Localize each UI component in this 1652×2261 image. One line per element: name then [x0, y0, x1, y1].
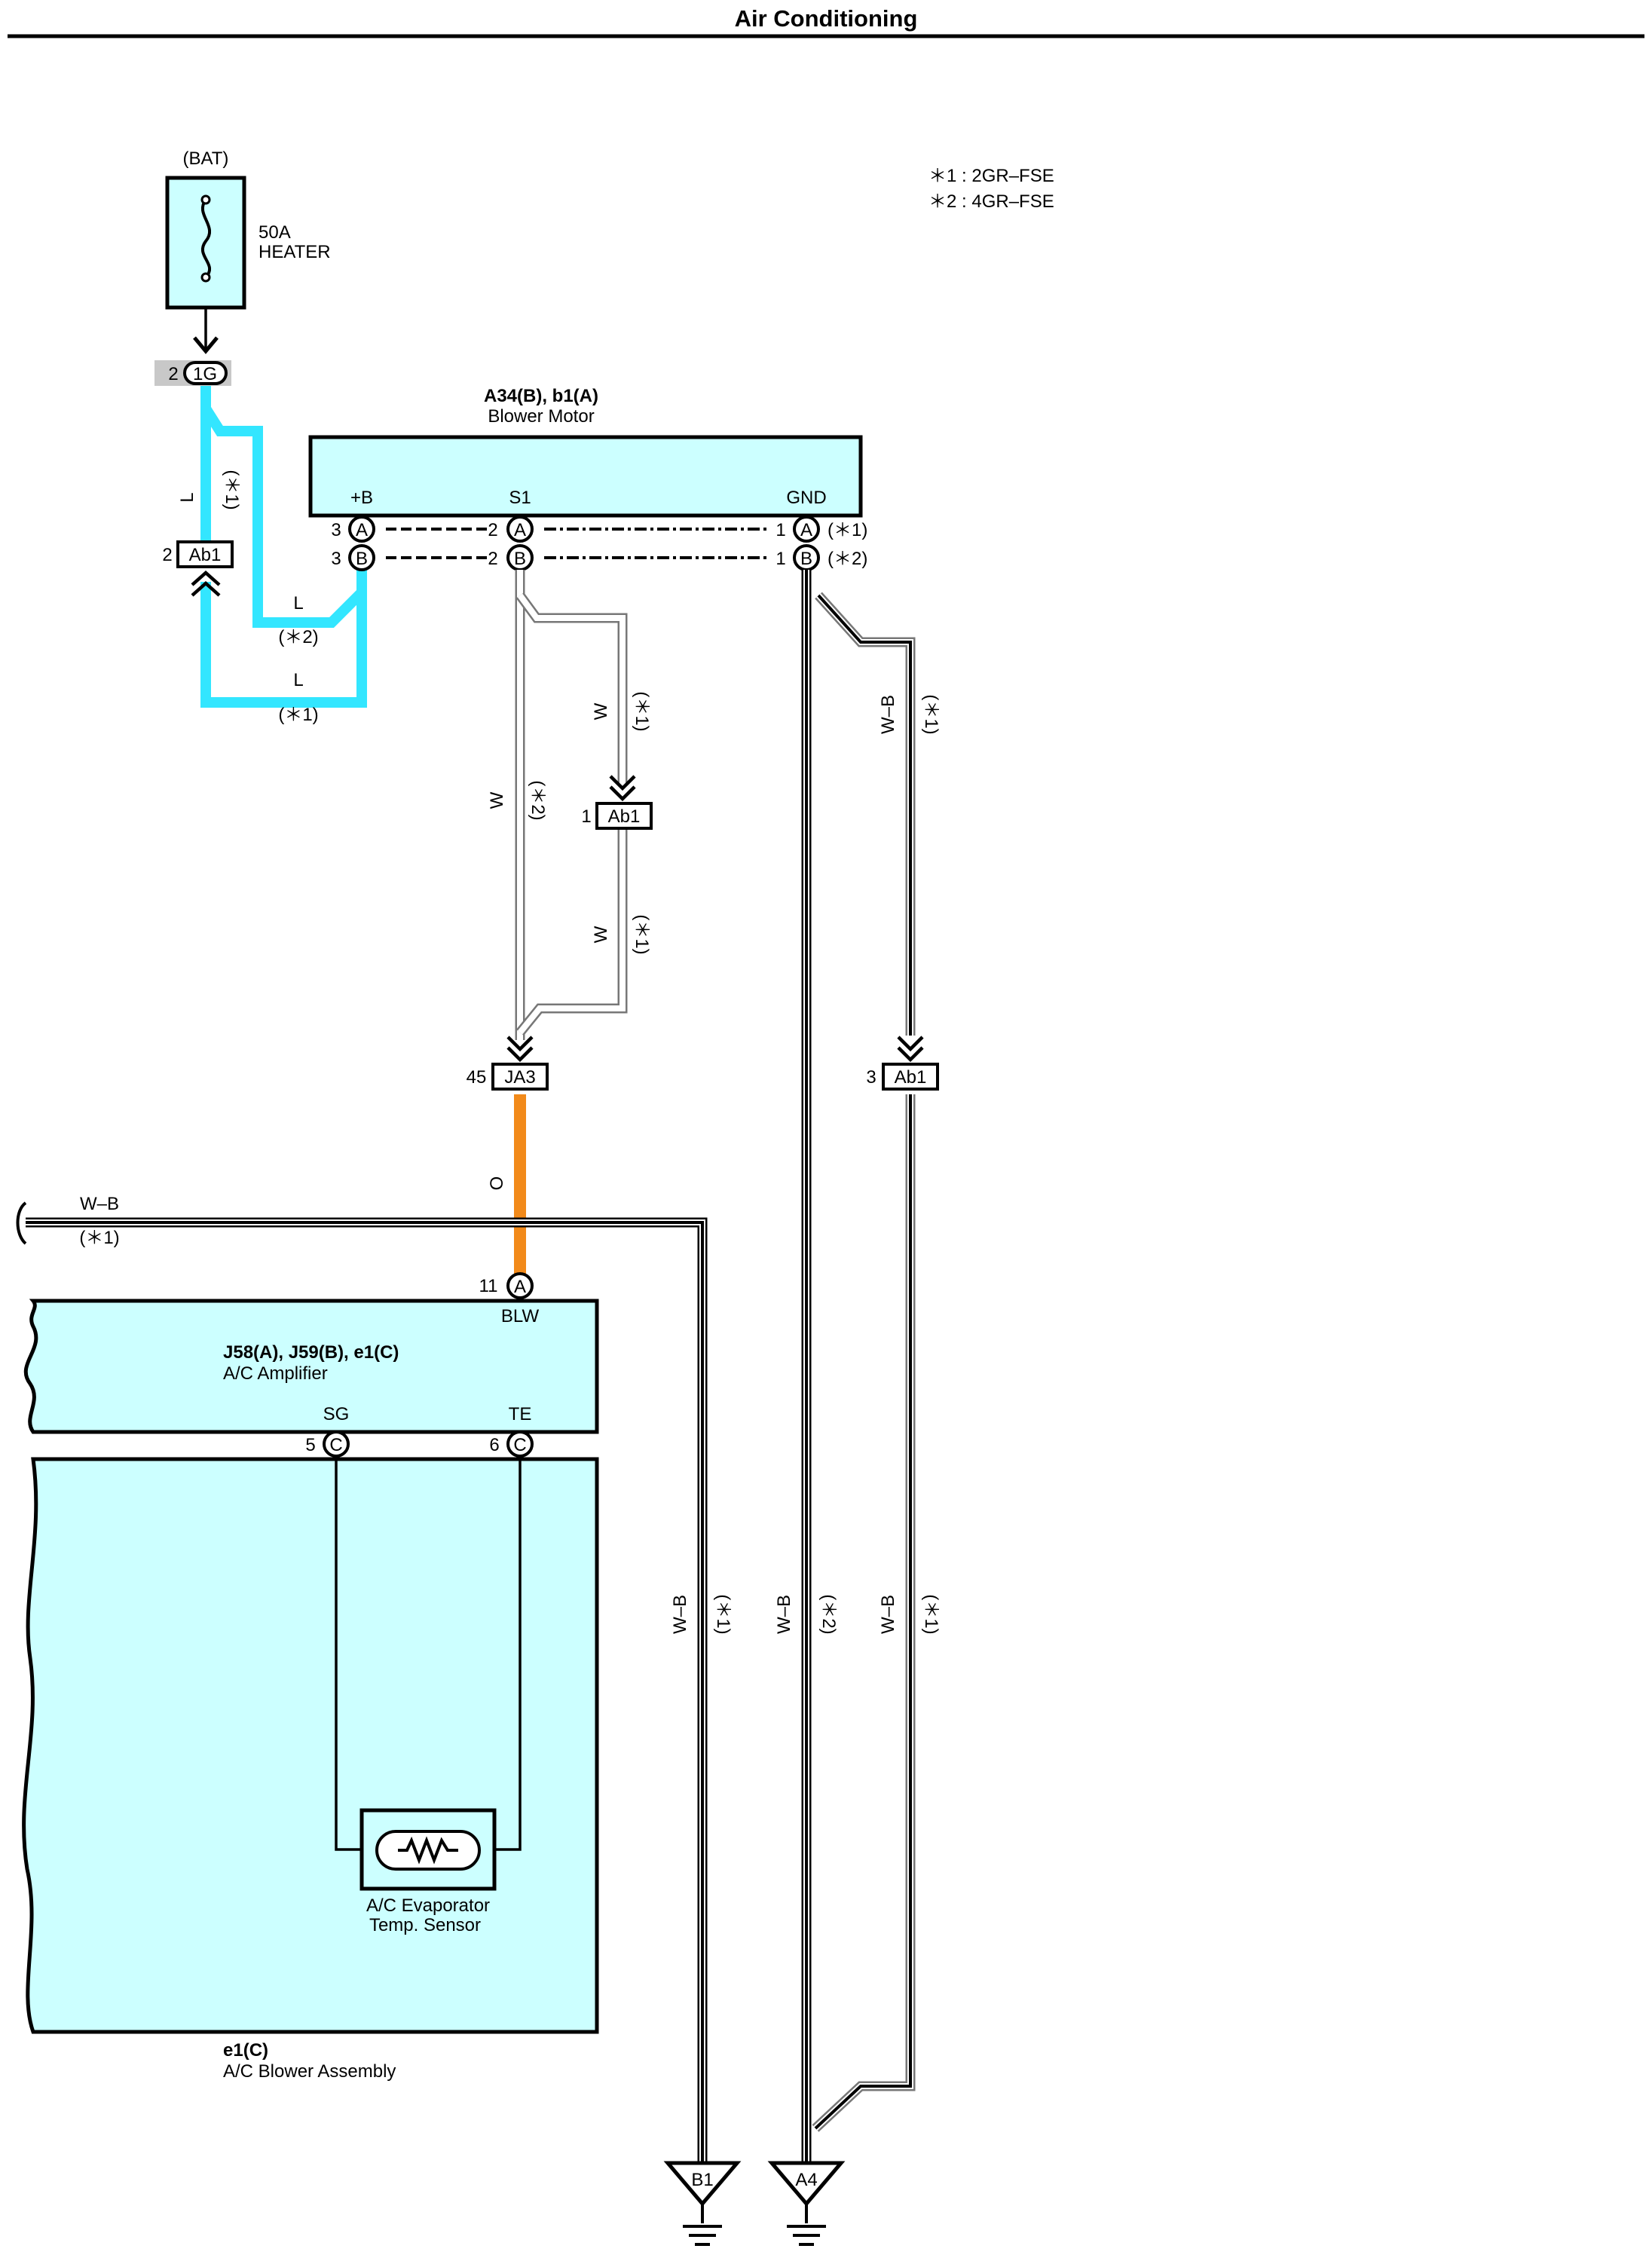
page-title: Air Conditioning: [735, 5, 918, 32]
svg-text:(＊1): (＊1): [921, 694, 941, 734]
svg-text:(＊1): (＊1): [79, 1228, 119, 1248]
svg-text:W–B: W–B: [774, 1595, 794, 1634]
svg-text:45: 45: [467, 1067, 487, 1088]
ac-amplifier-box: [23, 1299, 599, 1434]
chevron-up-icon: [191, 570, 221, 597]
blower-assembly-name: A/C Blower Assembly: [223, 2061, 396, 2082]
svg-text:C: C: [329, 1435, 342, 1455]
term-s1-label: S1: [509, 488, 531, 508]
blower-assembly-id: e1(C): [223, 2040, 268, 2061]
svg-text:W–B: W–B: [878, 1595, 898, 1634]
chevron-down-icon: [506, 1036, 534, 1063]
svg-text:(＊1): (＊1): [828, 520, 867, 540]
svg-text:B: B: [356, 549, 368, 569]
svg-text:A/C Evaporator: A/C Evaporator: [366, 1895, 490, 1916]
svg-text:5: 5: [305, 1435, 315, 1455]
wire-l-2-var: (＊2): [278, 627, 318, 647]
svg-text:O: O: [487, 1176, 507, 1191]
pin-blw: [506, 1272, 534, 1299]
svg-text:Ab1: Ab1: [895, 1067, 927, 1088]
fuse-icon: [200, 198, 212, 279]
svg-text:1: 1: [776, 549, 785, 569]
svg-text:A: A: [514, 520, 526, 540]
term-gnd-label: GND: [786, 488, 826, 508]
connector-ab1-top: [176, 540, 234, 568]
blower-motor-id: A34(B), b1(A): [484, 386, 598, 406]
connector-ab1-mid: [595, 802, 653, 830]
svg-text:11: 11: [479, 1276, 498, 1296]
connector-1g-id: 1G: [193, 364, 217, 384]
svg-text:C: C: [513, 1435, 526, 1455]
svg-text:A: A: [514, 1277, 526, 1297]
wire-l-1-var: (＊1): [222, 470, 242, 509]
term-b-label: +B: [350, 488, 373, 508]
svg-text:(＊2): (＊2): [528, 780, 548, 820]
svg-text:A4: A4: [795, 2170, 817, 2190]
svg-text:Ab1: Ab1: [608, 806, 641, 827]
svg-text:W–B: W–B: [80, 1194, 119, 1214]
svg-text:W–B: W–B: [670, 1595, 690, 1634]
svg-text:A: A: [800, 520, 812, 540]
svg-text:3: 3: [331, 549, 341, 569]
wire-wb-top: [815, 592, 916, 1036]
svg-text:(＊1): (＊1): [632, 691, 652, 731]
connector-ab1-right: [882, 1063, 939, 1091]
svg-text:B1: B1: [691, 2170, 713, 2190]
connector-ab1-top-pin: 2: [162, 545, 172, 565]
svg-text:JA3: JA3: [504, 1067, 535, 1088]
svg-text:(＊2): (＊2): [818, 1594, 839, 1634]
ac-amplifier-id: J58(A), J59(B), e1(C): [223, 1342, 399, 1363]
svg-text:(＊1): (＊1): [713, 1594, 733, 1634]
svg-text:B: B: [800, 549, 812, 569]
svg-text:3: 3: [331, 520, 341, 540]
wire-break-icon: [16, 1201, 27, 1245]
svg-text:W: W: [591, 702, 611, 720]
fuse-amp: 50A: [259, 222, 291, 243]
connector-ja3: [491, 1063, 549, 1091]
blower-motor-name: Blower Motor: [488, 406, 594, 427]
svg-text:2: 2: [488, 549, 497, 569]
chevron-down-icon: [609, 775, 636, 802]
resistor-icon: [398, 1836, 458, 1865]
blower-motor-box: [308, 435, 863, 518]
note-2: ＊2 : 4GR–FSE: [928, 191, 1054, 212]
svg-text:W–B: W–B: [878, 695, 898, 734]
svg-text:(＊2): (＊2): [828, 549, 867, 569]
ground-a4: [767, 2161, 846, 2207]
svg-text:Ab1: Ab1: [189, 545, 222, 565]
wire-l-3-label: L: [293, 670, 303, 690]
wire-w-upper: [515, 592, 628, 784]
fuse-name: HEATER: [259, 242, 331, 262]
wire-l-2-label: L: [293, 593, 303, 613]
chevron-down-icon: [897, 1036, 924, 1063]
ac-amplifier-name: A/C Amplifier: [223, 1363, 328, 1384]
svg-text:TE: TE: [509, 1404, 532, 1424]
svg-text:W: W: [487, 791, 507, 809]
svg-text:BLW: BLW: [501, 1306, 540, 1326]
battery-label: (BAT): [183, 148, 229, 169]
svg-text:Temp. Sensor: Temp. Sensor: [369, 1915, 481, 1935]
wire-l-3-var: (＊1): [278, 705, 318, 725]
svg-text:2: 2: [488, 520, 497, 540]
svg-text:A: A: [356, 520, 368, 540]
svg-text:1: 1: [581, 806, 591, 827]
svg-text:B: B: [514, 549, 526, 569]
connector-1g-pin: 2: [168, 364, 178, 384]
svg-text:W: W: [591, 926, 611, 943]
blower-assembly-box: [22, 1457, 599, 2034]
svg-text:(＊1): (＊1): [921, 1594, 941, 1634]
svg-text:3: 3: [866, 1067, 876, 1088]
svg-text:1: 1: [776, 520, 785, 540]
wire-l-1-label: L: [177, 492, 197, 502]
wire-l-1b: [200, 559, 367, 708]
sensor-body: [375, 1830, 481, 1871]
ground-b1: [663, 2161, 742, 2207]
note-1: ＊1 : 2GR–FSE: [928, 166, 1054, 186]
svg-text:SG: SG: [323, 1404, 350, 1424]
svg-text:6: 6: [489, 1435, 499, 1455]
arrow-down-icon: [193, 336, 219, 354]
svg-text:(＊1): (＊1): [632, 914, 652, 954]
connector-1g: [183, 361, 228, 385]
